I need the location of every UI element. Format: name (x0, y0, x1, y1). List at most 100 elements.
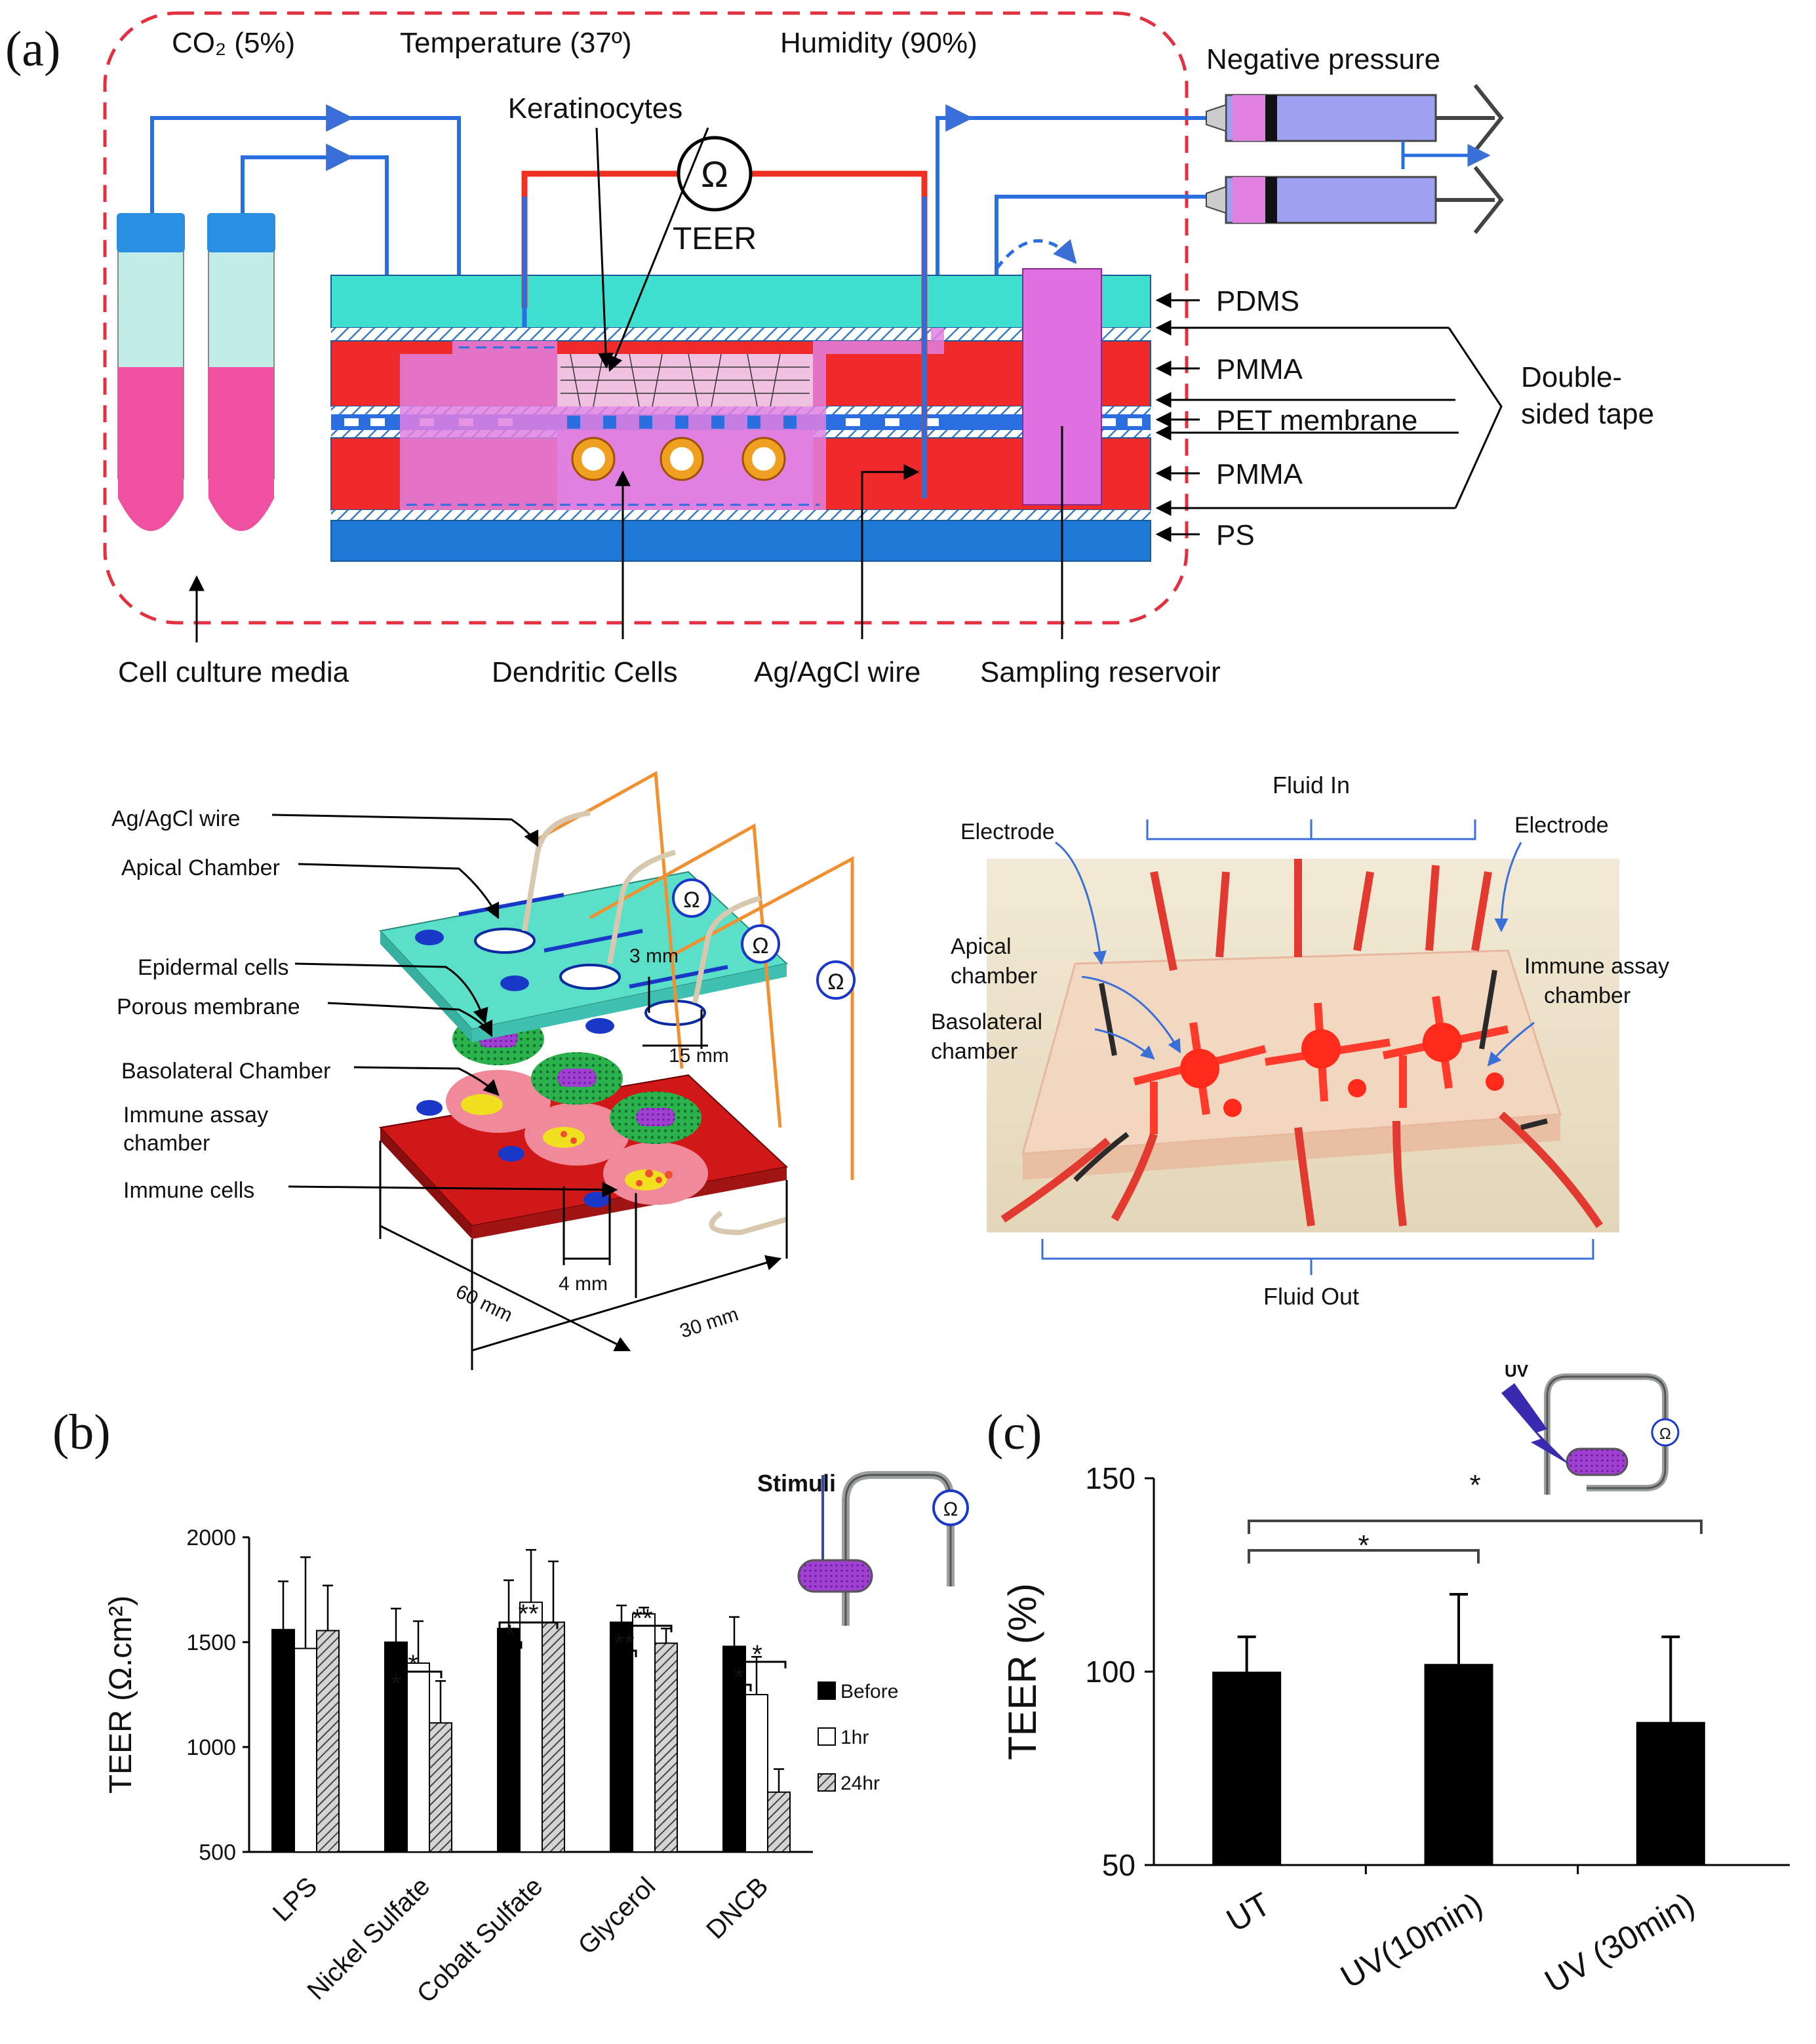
chart-b-ylabel: TEER (Ω.cm²) (104, 1596, 138, 1794)
syringe-top (1206, 84, 1504, 152)
chart-b-significance: * * * ** ** ** * * (384, 1600, 787, 1699)
layer-ps: PS (1216, 519, 1255, 551)
keratinocytes-pointer (595, 127, 614, 369)
chart-b-bar (429, 1722, 452, 1853)
layer-pmma-bottom: PMMA (1216, 458, 1303, 490)
ev-epidermal-cells: Epidermal cells (138, 955, 289, 980)
photo-electrode-right: Electrode (1514, 813, 1609, 838)
photo-immune-line1: Immune assay (1524, 954, 1669, 979)
chart-c-ytick-label: 50 (1102, 1848, 1135, 1882)
chart-b-bar (271, 1628, 295, 1853)
chart-b-legend-swatch (818, 1773, 836, 1792)
incubator-boundary (103, 11, 1189, 625)
chart-b-ytick-label: 2000 (186, 1525, 236, 1550)
syringe-bottom (1206, 166, 1504, 234)
ev-ag-agcl-wire: Ag/AgCl wire (111, 806, 241, 831)
chart-b-bar (745, 1694, 768, 1853)
chart-b-bar (542, 1621, 565, 1853)
photo-basolateral-line1: Basolateral (931, 1010, 1042, 1034)
media-tube-2 (207, 213, 275, 531)
chart-b-category-label: Glycerol (573, 1872, 661, 1960)
exploded-view: Ω Ω Ω Ag/AgCl wire Apical Chamber Epider… (111, 770, 856, 1370)
sig-cobalt-2: ** (518, 1600, 538, 1628)
photo-apical-line2: chamber (951, 964, 1037, 989)
chart-b-bar (316, 1630, 340, 1853)
pull-arrow (1401, 141, 1488, 169)
ohm-3: Ω (827, 970, 844, 994)
negative-pressure-label: Negative pressure (1206, 43, 1440, 75)
teer-label: TEER (673, 222, 757, 256)
dendritic-cells-label: Dendritic Cells (492, 656, 678, 688)
chart-b-bar (610, 1621, 633, 1853)
double-sided-tape-line1: Double- (1521, 361, 1622, 393)
chart-b-category-label: DNCB (701, 1872, 774, 1944)
ohm-symbol: Ω (701, 153, 728, 195)
ev-porous-membrane: Porous membrane (117, 994, 300, 1019)
chart-c-bar (1636, 1721, 1705, 1865)
dendritic-cells (571, 437, 786, 481)
env-temperature-label: Temperature (37º) (400, 27, 632, 59)
keratinocytes-label: Keratinocytes (508, 92, 683, 125)
chart-b-stimuli-label: Stimuli (757, 1470, 836, 1497)
sig-nickel-2: * (408, 1650, 418, 1679)
ev-dim-15mm: 15 mm (669, 1045, 729, 1067)
chart-b-bar (294, 1647, 317, 1853)
env-co2-label: CO₂ (5%) (172, 27, 295, 59)
media-tube-1 (117, 213, 185, 531)
ev-basolateral-chamber: Basolateral Chamber (121, 1059, 330, 1084)
ohm-2: Ω (752, 934, 768, 958)
chart-b-legend-label: Before (840, 1681, 898, 1702)
sig-uv10: * (1358, 1529, 1369, 1562)
chart-c-category-label: UV(10min) (1335, 1885, 1489, 1995)
sig-glycerol-1: ** (614, 1629, 634, 1658)
chart-c-bar (1424, 1664, 1493, 1865)
chart-b-legend-swatch (818, 1727, 836, 1746)
chart-b-bar (767, 1791, 791, 1853)
ev-chamber: chamber (123, 1131, 210, 1156)
chart-b-bar (632, 1613, 656, 1853)
ev-dim-30mm: 30 mm (677, 1303, 741, 1343)
chart-c-ytick-label: 100 (1085, 1655, 1135, 1689)
chip-stack (330, 239, 1151, 562)
chart-c-icon-ohm: Ω (1659, 1425, 1671, 1443)
photo-fluid-out: Fluid Out (1263, 1283, 1359, 1310)
chart-b-icon-ohm: Ω (943, 1499, 958, 1520)
chart-b-ytick-label: 500 (199, 1840, 236, 1865)
cell-culture-media-label: Cell culture media (118, 656, 349, 688)
chart-b-bar (519, 1602, 543, 1853)
chart-c-significance: * * (1248, 1469, 1703, 1563)
chart-b-ytick-label: 1500 (186, 1630, 236, 1655)
panel-b-label: (b) (52, 1405, 111, 1460)
chart-c-bar (1212, 1672, 1282, 1865)
chart-b-bar (497, 1628, 521, 1853)
chart-c-category-label: UT (1220, 1885, 1276, 1939)
panel-a-label: (a) (5, 22, 60, 77)
chart-b-legend-label: 1hr (840, 1727, 869, 1748)
sig-dncb-1: * (734, 1663, 744, 1692)
ev-immune-cells: Immune cells (123, 1178, 254, 1203)
chart-b-legend-swatch (818, 1681, 836, 1700)
chart-b-stimuli-icon (797, 1471, 969, 1626)
chart-c-uv-label: UV (1505, 1361, 1529, 1381)
chart-c-uv-icon (1501, 1373, 1680, 1495)
sig-cobalt-1: * (505, 1620, 515, 1649)
chart-b-bar (654, 1642, 678, 1853)
sig-nickel-1: * (391, 1670, 401, 1699)
chart-c-ylabel: TEER (%) (1000, 1583, 1044, 1760)
ohm-circles (672, 878, 856, 1000)
ev-dim-3mm: 3 mm (629, 945, 679, 967)
layer-pmma-top: PMMA (1216, 353, 1303, 385)
double-sided-tape-line2: sided tape (1521, 398, 1654, 430)
photo-apical-line1: Apical (951, 934, 1012, 959)
ev-dim-60mm: 60 mm (452, 1280, 516, 1326)
sig-glycerol-2: ** (632, 1604, 652, 1633)
env-humidity-label: Humidity (90%) (780, 27, 977, 59)
sig-uv30: * (1469, 1469, 1480, 1501)
ev-immune-assay: Immune assay (123, 1103, 268, 1128)
photo-fluid-in: Fluid In (1273, 772, 1350, 798)
chart-c-category-label: UV (30min) (1539, 1885, 1701, 2000)
ev-apical-chamber: Apical Chamber (121, 855, 280, 880)
